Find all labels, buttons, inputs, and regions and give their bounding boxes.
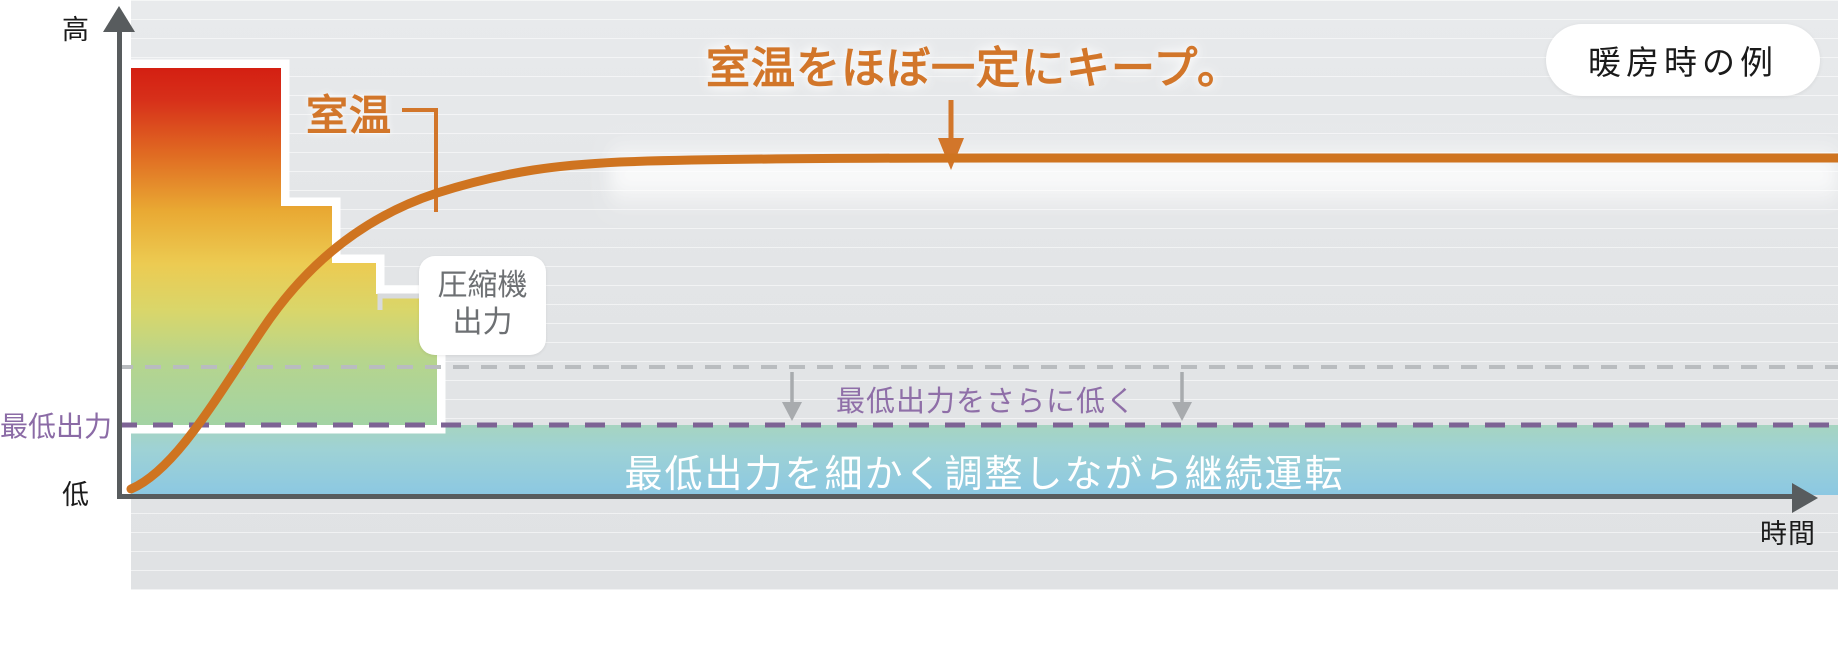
headline-text: 室温をほぼ一定にキープ。: [706, 44, 1243, 93]
room-temp-label: 室温: [306, 92, 393, 139]
x-axis-label-time: 時間: [1760, 519, 1816, 549]
continuous-operation-band: [131, 425, 1838, 495]
curve-glow: [610, 135, 1838, 215]
arrow-lower-output-right: [1172, 372, 1192, 421]
min-output-axis-label: 最低出力: [0, 405, 117, 445]
arrow-lower-output-left: [782, 372, 802, 421]
bottom-banner-text: 最低出力を細かく調整しながら継続運転: [624, 454, 1345, 496]
y-axis-label-high: 高: [62, 15, 90, 45]
x-axis-arrow-icon: [1792, 483, 1818, 513]
status-badge: 暖房時の例: [1546, 24, 1820, 96]
compressor-output-line1: 圧縮機: [437, 269, 528, 302]
y-axis-label-low: 低: [62, 480, 90, 510]
lower-min-output-annotation: 最低出力をさらに低く: [836, 386, 1137, 418]
compressor-leader-line: [377, 293, 419, 310]
room-temp-leader-line: [402, 108, 438, 212]
x-axis-line: [117, 494, 1797, 499]
compressor-output-steps: [122, 59, 446, 434]
room-temperature-curve: [126, 153, 1838, 494]
compressor-output-line2: 出力: [452, 305, 513, 339]
y-axis-line: [117, 28, 122, 498]
y-axis-arrow-icon: [103, 6, 135, 32]
compressor-output-callout: 圧縮機 出力: [419, 256, 546, 356]
bottom-banner: 最低出力を細かく調整しながら継続運転: [131, 443, 1838, 498]
